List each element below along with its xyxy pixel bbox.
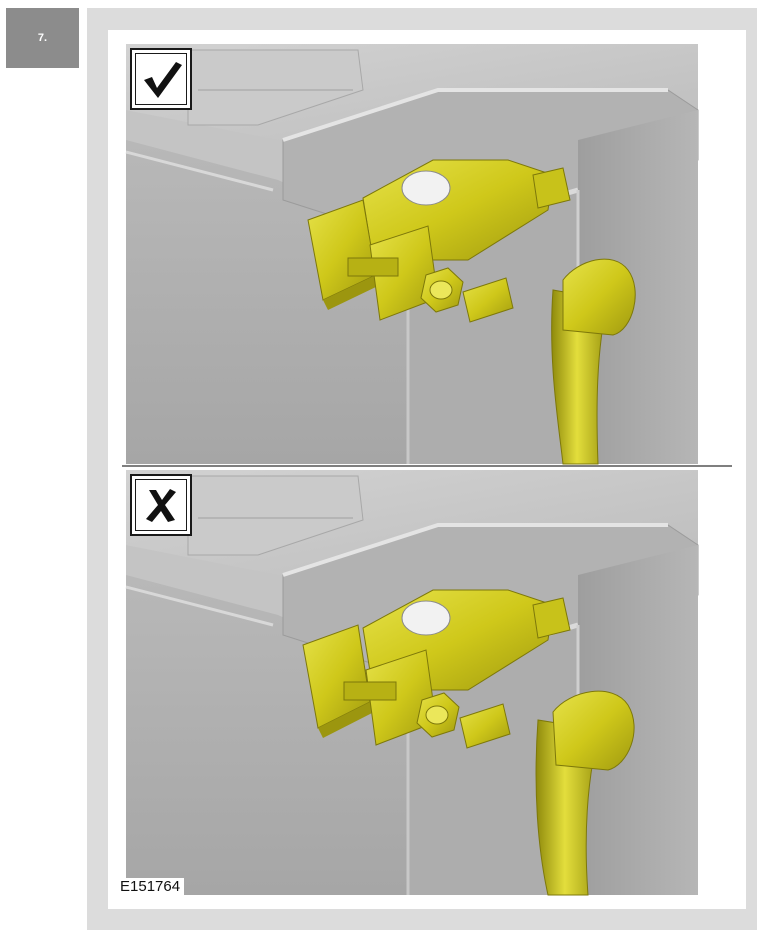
illustration-area	[108, 30, 746, 909]
check-mark-icon	[144, 62, 182, 98]
step-number: 7.	[37, 32, 48, 44]
incorrect-terminal-clamp	[302, 589, 635, 896]
figure-code: E151764	[118, 878, 185, 895]
battery-terminal-illustration	[122, 44, 732, 896]
incorrect-mark-box	[130, 474, 192, 536]
correct-mark-box	[130, 48, 192, 110]
correct-terminal-clamp	[307, 159, 636, 465]
cross-mark-icon	[146, 489, 176, 522]
step-number-badge: 7.	[6, 8, 79, 68]
